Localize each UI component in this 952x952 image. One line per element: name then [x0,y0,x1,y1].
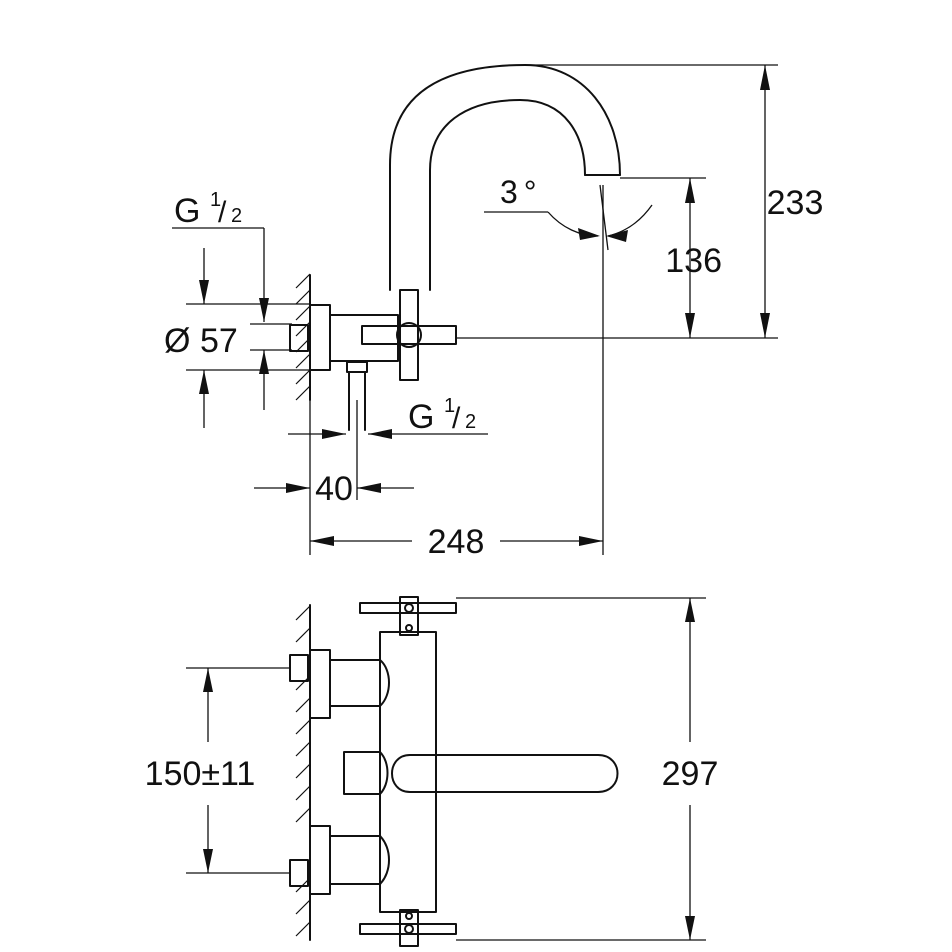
thread-upper-num: 1 [210,189,221,211]
dimension-thread-upper: G 1 / 2 [172,189,269,322]
bath-outlet-side [346,361,368,431]
upper-connector-front [289,649,390,719]
dimension-40: 40 [254,470,414,508]
label-150: 150±11 [145,755,256,793]
label-233: 233 [767,184,824,222]
dimension-thread-lower: G 1 / 2 [288,395,488,439]
top-handle-front [359,596,457,636]
extension-lines-side [186,64,778,555]
label-40: 40 [315,470,353,508]
spout-side [389,64,621,291]
thread-lower-den: 2 [465,411,476,433]
dimension-233: 233 [760,65,823,338]
dimension-136: 136 [665,178,722,338]
dimension-angle: 3° [484,174,653,251]
thread-lower-num: 1 [444,395,455,417]
wall-connector-side [289,304,399,371]
thread-upper-den: 2 [231,205,242,227]
mixer-body-front [343,631,619,913]
thread-upper-letter: G [174,192,200,230]
diameter-symbol: Ø [164,322,190,360]
thread-lower-letter: G [408,398,434,436]
thread-upper-slash: / [218,196,227,229]
diameter-value: 57 [200,322,238,360]
cross-handle-side [361,289,457,381]
dimension-297: 297 [662,598,719,940]
label-297: 297 [662,755,719,793]
label-248: 248 [428,523,485,561]
side-view: 233 136 3° G 1 / [164,64,823,561]
dimension-150: 150±11 [145,668,256,873]
front-view: 150±11 297 [145,596,719,947]
bottom-handle-front [359,909,457,947]
dimension-248: 248 [310,523,603,561]
label-136: 136 [665,242,722,280]
label-angle: 3° [500,174,537,210]
dimension-diameter: Ø 57 [164,248,292,428]
extension-lines-front [186,597,706,941]
thread-lower-slash: / [452,402,461,435]
